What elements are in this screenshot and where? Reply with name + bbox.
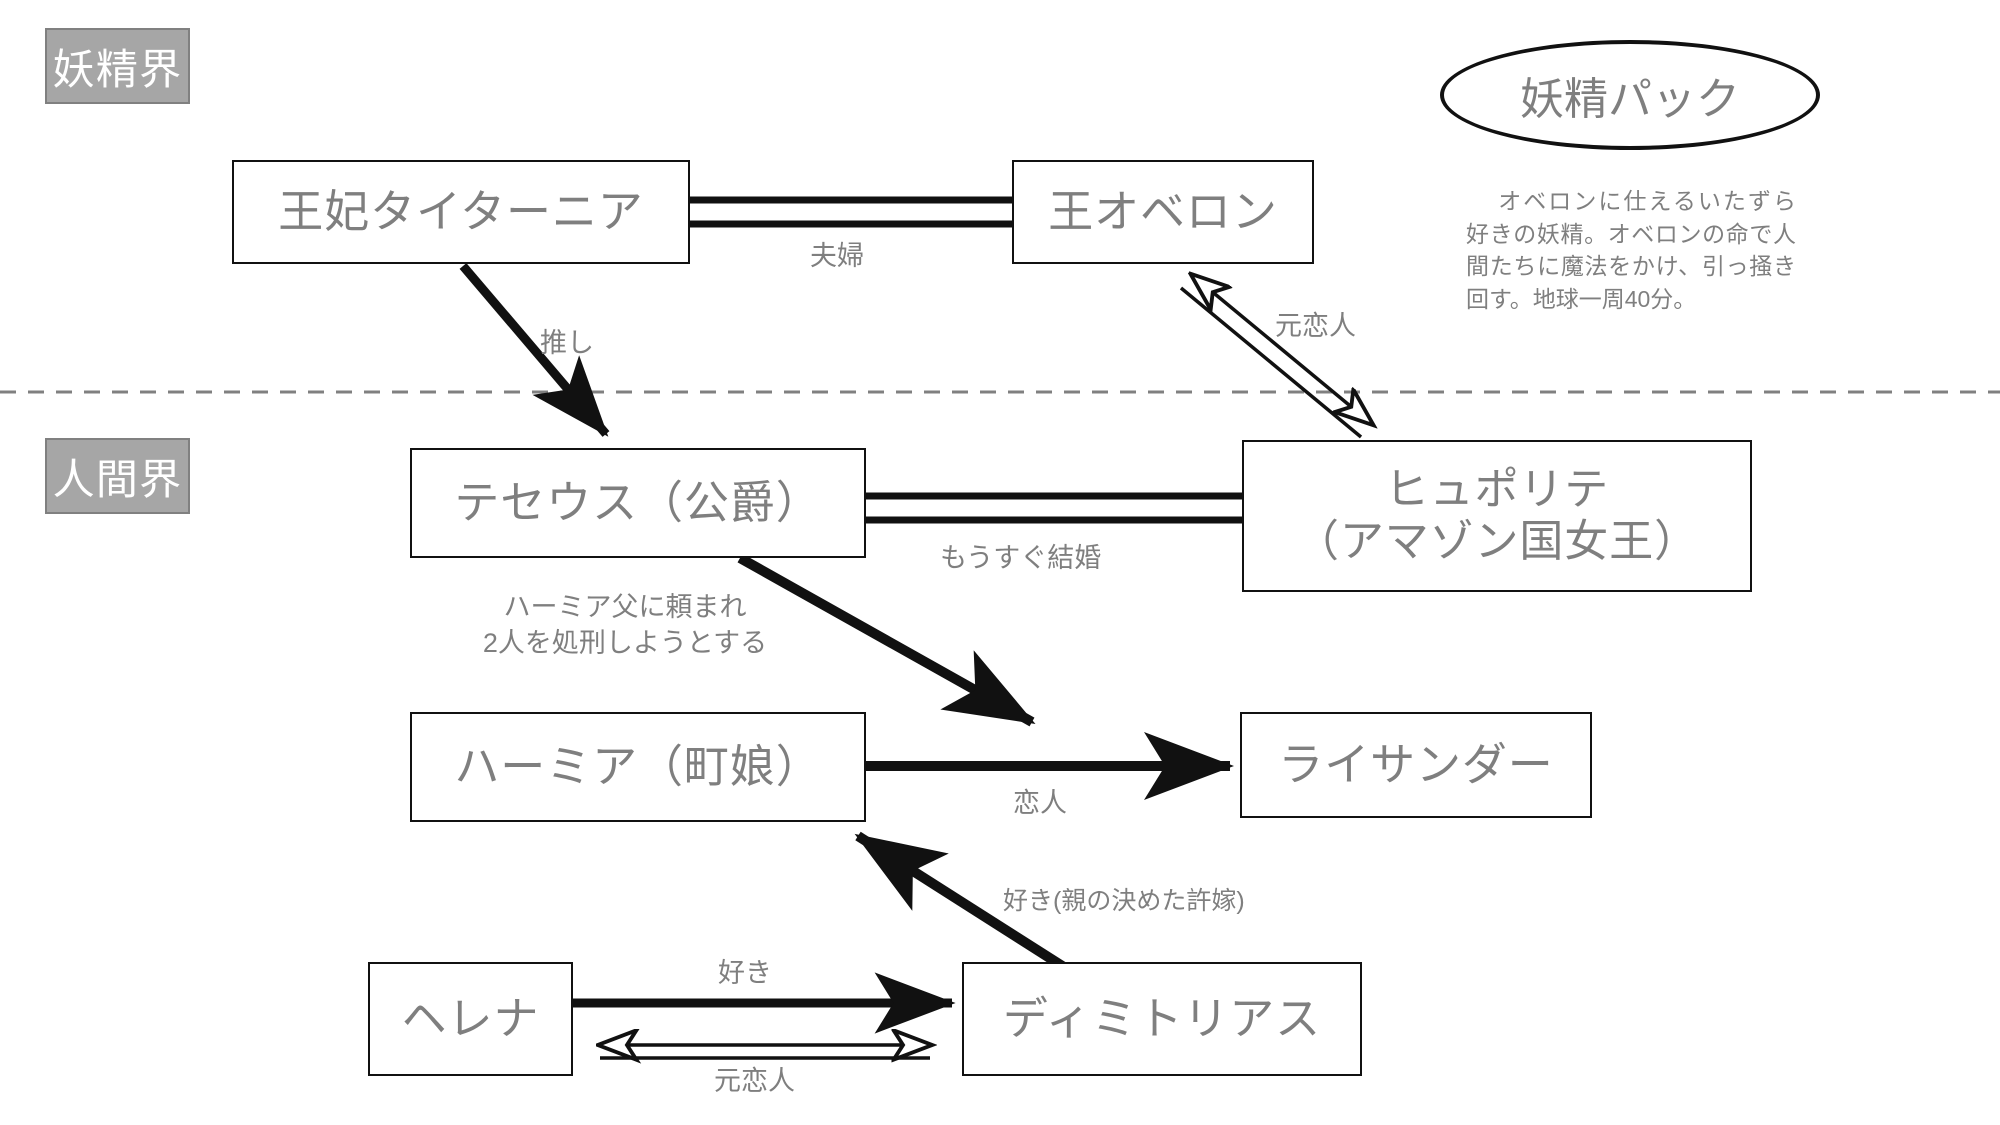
edge-label-helena-demetrius: 好き xyxy=(718,958,772,988)
edge-label-hermia-lysander: 恋人 xyxy=(1013,788,1067,818)
edge-theseus-hippolyta xyxy=(866,492,1242,524)
edge-helena-demetrius-ex xyxy=(600,1045,930,1058)
node-theseus[interactable]: テセウス（公爵） xyxy=(410,448,866,558)
realm-badge-fairy: 妖精界 xyxy=(45,28,190,104)
edge-oberon-hippolyta xyxy=(1179,275,1372,439)
node-lysander[interactable]: ライサンダー xyxy=(1240,712,1592,818)
edge-label-titania-oberon: 夫婦 xyxy=(810,241,864,271)
edge-label-theseus-hippolyta: もうすぐ結婚 xyxy=(940,543,1102,573)
edge-label-titania-theseus: 推し xyxy=(540,328,594,358)
node-helena-label: ヘレナ xyxy=(401,993,540,1045)
edge-label-oberon-hippolyta: 元恋人 xyxy=(1275,311,1356,341)
node-helena[interactable]: ヘレナ xyxy=(368,962,573,1076)
node-hippolyta[interactable]: ヒュポリテ （アマゾン国女王） xyxy=(1242,440,1752,592)
node-puck-label: 妖精パック xyxy=(1520,75,1740,124)
node-titania[interactable]: 王妃タイターニア xyxy=(232,160,690,264)
node-titania-label: 王妃タイターニア xyxy=(278,186,644,238)
node-hermia-label: ハーミア（町娘） xyxy=(454,741,822,793)
puck-description: オベロンに仕えるいたずら好きの妖精。オベロンの命で人間たちに魔法をかけ、引っ掻き… xyxy=(1466,188,1796,312)
node-demetrius-label: ディミトリアス xyxy=(1002,993,1322,1045)
node-oberon-label: 王オベロン xyxy=(1048,186,1278,238)
node-theseus-label: テセウス（公爵） xyxy=(454,477,822,529)
node-lysander-label: ライサンダー xyxy=(1278,739,1554,791)
edge-label-helena-demetrius-ex: 元恋人 xyxy=(714,1066,795,1096)
edge-label-demetrius-hermia: 好き(親の決めた許嫁) xyxy=(1003,887,1245,915)
realm-badge-fairy-label: 妖精界 xyxy=(52,45,183,93)
edge-titania-oberon xyxy=(690,196,1012,228)
node-demetrius[interactable]: ディミトリアス xyxy=(962,962,1362,1076)
realm-badge-human: 人間界 xyxy=(45,438,190,514)
node-hermia[interactable]: ハーミア（町娘） xyxy=(410,712,866,822)
node-hippolyta-label: ヒュポリテ （アマゾン国女王） xyxy=(1295,465,1699,566)
node-oberon[interactable]: 王オベロン xyxy=(1012,160,1314,264)
node-puck[interactable]: 妖精パック xyxy=(1440,40,1820,150)
note-theseus: ハーミア父に頼まれ 2人を処刑しようとする xyxy=(482,592,768,658)
realm-badge-human-label: 人間界 xyxy=(52,455,183,503)
